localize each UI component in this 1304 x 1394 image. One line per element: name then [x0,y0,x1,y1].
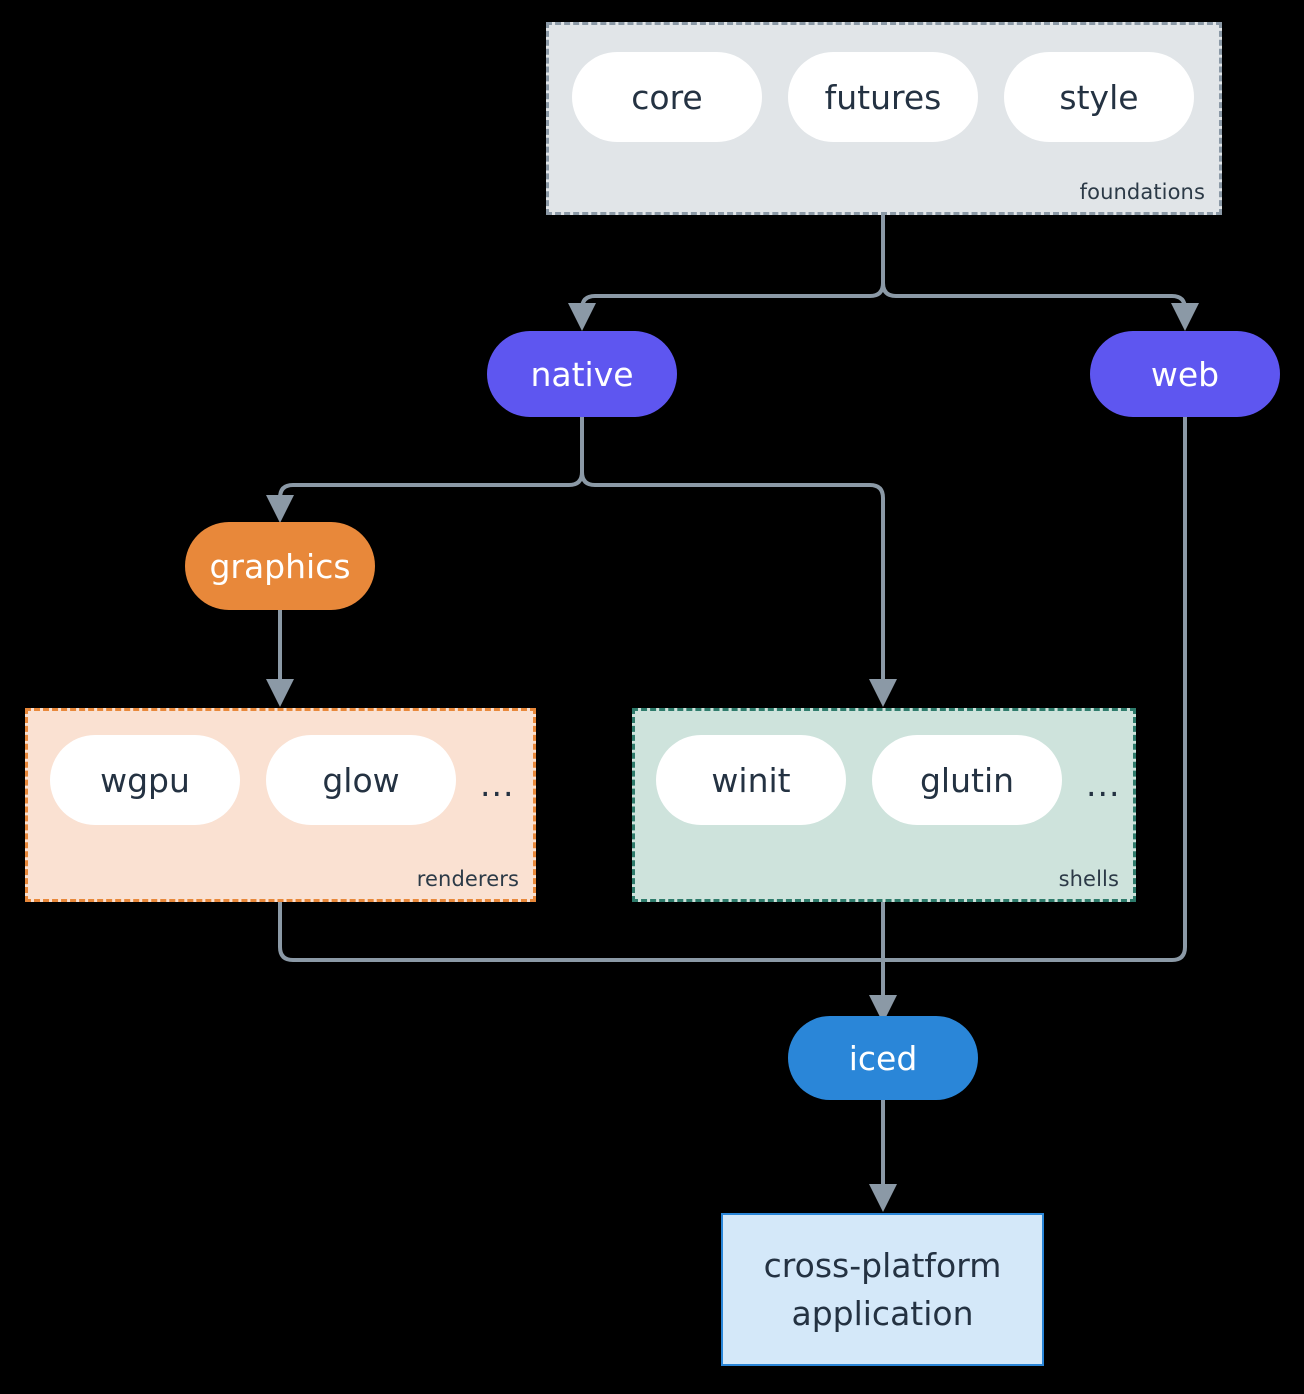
edge-foundations-native [568,215,885,331]
edge-native-shells [580,417,897,707]
node-wgpu-label: wgpu [100,760,190,800]
node-style[interactable]: style [1004,52,1194,142]
node-native[interactable]: native [487,331,677,417]
node-winit[interactable]: winit [656,735,846,825]
renderers-ellipsis: ... [480,765,515,804]
node-style-label: style [1059,77,1139,117]
node-glutin-label: glutin [919,760,1015,800]
node-futures-label: futures [824,77,942,117]
shells-ellipsis: ... [1086,765,1121,804]
node-glutin[interactable]: glutin [872,735,1062,825]
node-iced[interactable]: iced [788,1016,978,1100]
edge-native-graphics [266,417,584,523]
node-graphics[interactable]: graphics [185,522,375,610]
node-futures[interactable]: futures [788,52,978,142]
node-graphics-label: graphics [209,546,351,586]
application-label-line1: cross-platform [763,1245,1002,1285]
node-web-label: web [1150,354,1220,394]
node-core-label: core [631,77,703,117]
node-wgpu[interactable]: wgpu [50,735,240,825]
cluster-label-foundations: foundations [1079,180,1205,204]
node-core[interactable]: core [572,52,762,142]
cluster-label-renderers: renderers [416,867,519,891]
application-label-line2: application [791,1293,974,1333]
node-winit-label: winit [711,760,791,800]
edge-foundations-web [881,215,1199,331]
node-glow[interactable]: glow [266,735,456,825]
node-cross-platform-application[interactable]: cross-platform application [721,1213,1044,1366]
node-iced-label: iced [848,1038,918,1078]
node-web[interactable]: web [1090,331,1280,417]
node-native-label: native [530,354,634,394]
node-glow-label: glow [322,760,400,800]
cluster-label-shells: shells [1058,867,1119,891]
edge-renderers-iced [278,902,883,962]
